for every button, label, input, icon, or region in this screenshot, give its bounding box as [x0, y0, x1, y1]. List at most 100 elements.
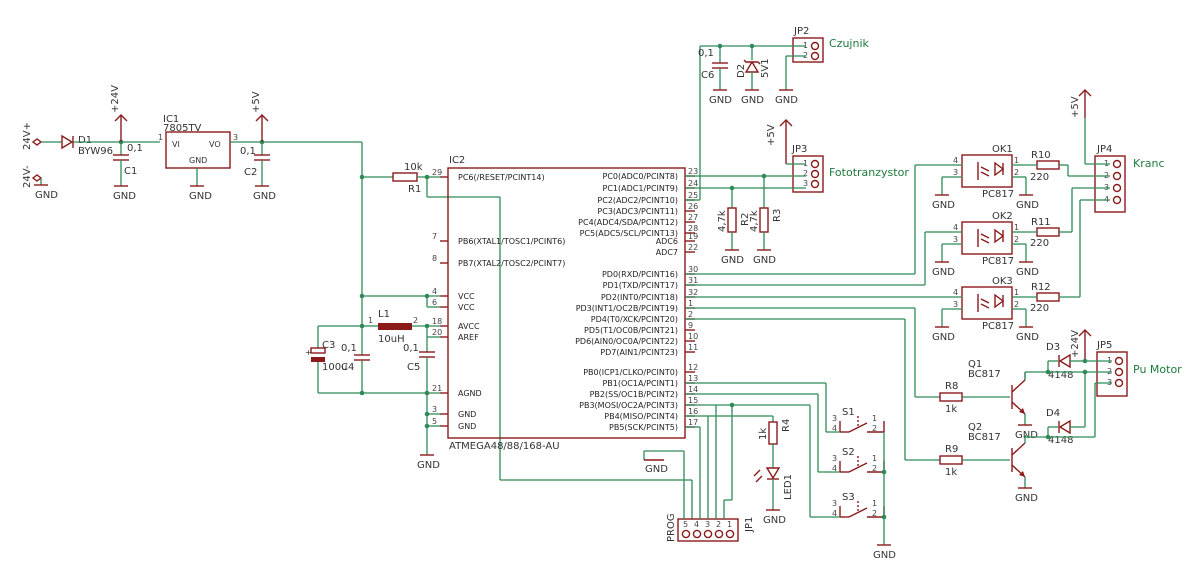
resistor-r11[interactable]: R11 220 [1030, 217, 1060, 249]
ic2-pin-name: PB2(SS/OC1B/PCINT2) [590, 390, 678, 399]
resistor-r1[interactable]: 10k R1 [392, 162, 423, 195]
ic2-pin-name: PC4(ADC4/SDA/PCINT12) [578, 218, 678, 227]
svg-text:3: 3 [953, 168, 958, 177]
svg-text:1: 1 [872, 499, 877, 508]
connector-jp3[interactable]: JP3 Fototranzystor 1 2 3 [791, 144, 909, 193]
ic2-part: ATMEGA48/88/168-AU [449, 441, 560, 452]
ic2-pin-num: 25 [688, 191, 698, 200]
ic2-pin-name: PD7(AIN1/PCINT23) [600, 348, 678, 357]
r1-name: R1 [408, 184, 421, 195]
resistor-r4[interactable]: 1k R4 [758, 416, 792, 445]
r4-value: 1k [758, 428, 769, 440]
regulator-ic1[interactable]: IC1 7805TV VI VO GND 1 3 GND [158, 114, 238, 202]
c6-name: C6 [701, 70, 714, 81]
resistor-r2[interactable]: 4,7k R2 GND [717, 188, 751, 266]
ic2-pin-name: PC5(ADC5/SCL/PCINT13) [580, 229, 678, 238]
gnd-label: GND [932, 267, 955, 278]
resistor-r10[interactable]: R10 220 [1030, 150, 1060, 183]
svg-text:1: 1 [1014, 223, 1019, 232]
jp1-label: PROG [666, 513, 677, 542]
capacitor-c6[interactable]: 0,1 C6 GND [698, 46, 732, 106]
gnd-label: GND [721, 255, 744, 266]
p5-label-2: +5V [766, 124, 777, 146]
r3-name: R3 [772, 209, 783, 222]
capacitor-c5[interactable]: 0,1 C5 [403, 337, 435, 393]
ic2-pin-num: 10 [688, 332, 698, 341]
ic1-vi: VI [172, 140, 180, 149]
ic2-pin-num: 28 [688, 224, 698, 233]
gnd-label: GND [253, 191, 276, 202]
jp1-pin: 1 [727, 520, 732, 529]
ok2-value: PC817 [982, 256, 1014, 267]
svg-text:+: + [305, 348, 312, 357]
power-24v-jp5: +24V [1070, 329, 1092, 361]
ic2-pin-name: PD1(TXD/PCINT17) [603, 281, 678, 290]
ic2-pin-name: ADC6 [656, 237, 678, 246]
connector-jp5[interactable]: JP5 Pu Motor 1 2 3 [1096, 340, 1182, 397]
jp1-pin: 3 [705, 520, 710, 529]
ic2-pin-num: 4 [432, 287, 437, 296]
diode-d1[interactable]: D1 BYW96 [61, 134, 113, 157]
svg-text:2: 2 [1014, 235, 1019, 244]
svg-text:4: 4 [832, 464, 837, 473]
resistor-r12[interactable]: R12 220 [1030, 282, 1060, 314]
l1-value: 10uH [378, 334, 405, 345]
ic2-pin-name: GND [458, 422, 476, 431]
ic2-pin-name: AREF [458, 333, 479, 342]
jp1-pin: 2 [716, 520, 721, 529]
microcontroller-ic2[interactable]: IC2 ATMEGA48/88/168-AU 29PC6(/RESET/PCIN… [432, 155, 698, 452]
ic2-pin-num: 18 [432, 317, 442, 326]
d1-name: D1 [78, 135, 92, 146]
ic2-pin-num: 13 [688, 374, 698, 383]
led-led1[interactable]: LED1 [753, 467, 794, 500]
ic2-pin-name: PC6(/RESET/PCINT14) [458, 173, 545, 182]
q2-name: Q2 [968, 422, 982, 433]
gnd-label: GND [741, 95, 764, 106]
connector-jp4[interactable]: JP4 Kranc 1 2 3 4 [1094, 144, 1165, 213]
capacitor-c2[interactable]: 0,1 C2 GND [240, 142, 276, 202]
ok2-name: OK2 [992, 211, 1013, 222]
ic2-pin-name: PB7(XTAL2/TOSC2/PCINT7) [458, 259, 565, 268]
ic2-pin-name: PD6(AIN0/OC0A/PCINT22) [575, 337, 678, 346]
gnd-label: GND [709, 95, 732, 106]
capacitor-c1[interactable]: 0,1 C1 GND [113, 142, 143, 202]
r10-name: R10 [1031, 150, 1051, 161]
diode-d3[interactable]: D3 4148 [1046, 342, 1085, 381]
ic2-pin-num: 22 [688, 243, 698, 252]
ic2-pin-name: PC1(ADC1/PCINT9) [603, 184, 678, 193]
zener-d2[interactable]: D2 5V1 GND [736, 46, 771, 106]
v24p-label: 24V+ [22, 122, 33, 150]
gnd-label: GND [932, 200, 955, 211]
capacitor-c4[interactable]: 0,1 C4 [341, 326, 370, 393]
gnd-label: GND [873, 550, 896, 561]
resistor-r3[interactable]: 4,7k R3 GND [749, 176, 783, 266]
ic2-pin-name: PD4(T0/XCK/PCINT20) [591, 315, 678, 324]
ic2-pin-name: PB4(MISO/PCINT4) [604, 412, 678, 421]
c1-value: 0,1 [127, 143, 143, 154]
c4-value: 0,1 [341, 343, 357, 354]
p5-label-3: +5V [1070, 96, 1081, 118]
d3-value: 4148 [1048, 370, 1073, 381]
l1-pin2: 2 [413, 316, 418, 325]
capacitor-c3[interactable]: C3 100u + [305, 325, 362, 393]
jp1-pin: 5 [683, 520, 688, 529]
ic2-pin-name: PB1(OC1A/PCINT1) [602, 379, 678, 388]
diode-d4[interactable]: D4 4148 [1046, 408, 1085, 446]
gnd-label: GND [775, 95, 798, 106]
p24-label-2: +24V [1070, 330, 1081, 358]
svg-text:4: 4 [832, 424, 837, 433]
c2-name: C2 [244, 167, 257, 178]
r3-value: 4,7k [749, 210, 760, 232]
svg-text:2: 2 [1014, 300, 1019, 309]
svg-text:3: 3 [832, 499, 837, 508]
svg-text:1: 1 [872, 454, 877, 463]
